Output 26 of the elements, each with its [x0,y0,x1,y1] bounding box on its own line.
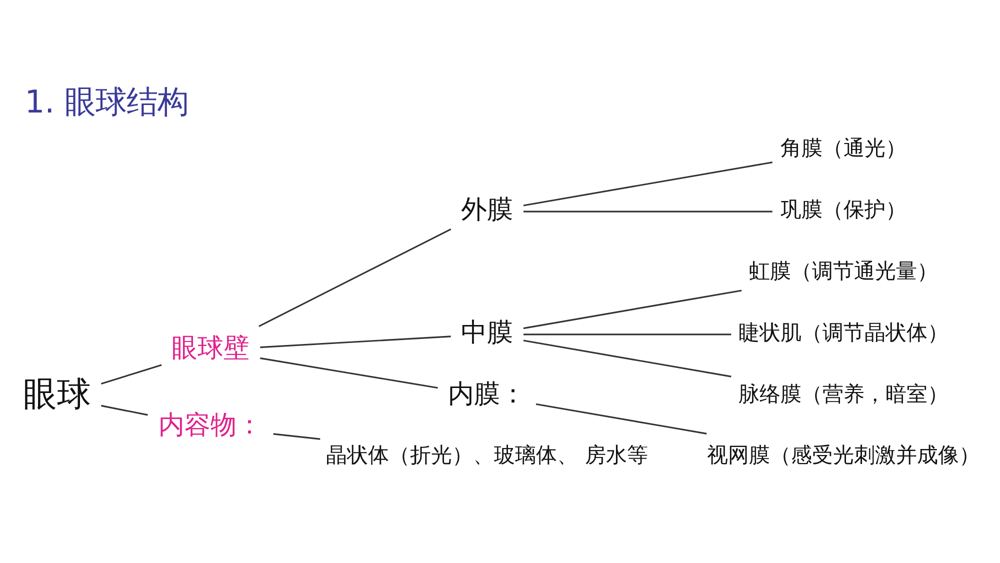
node-text: 视网膜（感受光刺激并成像） [707,443,980,468]
node-text: 睫状肌（调节晶状体） [738,320,949,344]
connector [260,336,451,348]
connector [523,162,772,206]
node-text: 中膜 [460,318,513,348]
connector [524,334,732,336]
node-text: 晶状体（折光）、玻璃体、 房水等 [326,443,648,468]
connector [100,364,162,385]
connector [524,210,772,212]
connector [523,340,732,378]
connector [258,228,452,327]
node-text: 角膜（通光） [780,136,907,160]
node-text: 内容物： [158,410,263,441]
connector [273,433,320,440]
connector [523,290,742,330]
node-text: 脉络膜（营养，暗室） [738,382,949,406]
connector [101,404,148,416]
connector [260,357,438,389]
node-text: 巩膜（保护） [780,198,907,222]
node-text: 内膜： [448,379,526,410]
diagram-title: 1. 眼球结构 [24,84,189,121]
node-text: 外膜 [460,195,513,226]
connector [536,403,707,434]
node-text: 眼球 [23,374,92,414]
node-text: 虹膜（调节通光量） [749,258,938,283]
node-text: 眼球壁 [172,334,250,364]
